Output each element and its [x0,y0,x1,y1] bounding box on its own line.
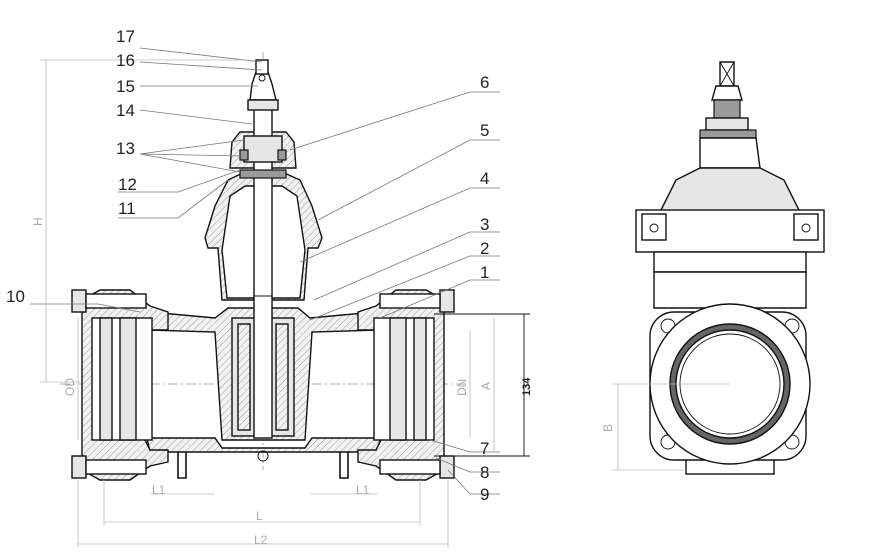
right-grip-ring [389,317,407,441]
thrust-collar [239,169,287,179]
left-bottom-bolt [85,459,147,475]
end-cap-collar [699,129,757,139]
dim-label-134: 134 [521,377,533,396]
end-cap-nut [705,117,749,131]
callout-13: 13 [116,139,135,158]
end-body-upper [653,251,807,273]
callout-3: 3 [480,215,489,234]
dimension-lines [40,59,530,548]
callout-15: 15 [116,77,135,96]
end-bonnet-neck [699,137,761,169]
callout-6: 6 [480,73,489,92]
dim-label-b: B [601,424,615,432]
callout-11: 11 [118,199,136,218]
dim-label-h: H [31,217,45,226]
leader-lines [30,47,500,495]
end-bolt-box-left [641,213,667,241]
gate-wedge-left-rubber [237,323,251,431]
end-bonnet-flange [635,209,825,253]
end-cap-stem [713,99,741,119]
end-cap-mid [711,85,743,101]
drain-plug [257,450,269,462]
dim-label-l1-right: L1 [356,483,370,497]
right-bottom-bolt [379,459,441,475]
end-body-mid [653,271,807,309]
o-ring-right [277,149,287,161]
right-seal-ring [413,317,427,441]
left-grip-ring [119,317,137,441]
left-top-bolt [85,293,147,309]
cap-washer [247,99,279,111]
right-foot [339,452,349,479]
callout-4: 4 [480,169,489,188]
dim-label-dn: DN [455,379,469,396]
callout-9: 9 [480,485,489,504]
end-bolt-right [801,223,811,233]
callout-2: 2 [480,239,489,258]
valve-body-lower [146,437,381,453]
callout-17: 17 [116,27,135,46]
callout-16: 16 [116,51,135,70]
cap-top [255,59,269,75]
end-bonnet-dome [658,167,802,213]
dim-label-l: L [256,509,263,523]
dim-label-od: OD [63,378,77,396]
stem-packing [243,135,283,163]
cap-pin [258,74,266,82]
left-bottom-bolt-head [71,455,87,479]
left-foot [177,452,187,479]
callout-14: 14 [116,101,135,120]
right-top-bolt-head [439,289,455,313]
left-top-bolt-head [71,289,87,313]
callout-5: 5 [480,121,489,140]
section-view: 17 16 15 14 13 12 11 10 6 5 4 3 2 1 7 8 … [6,27,533,548]
o-ring-left [239,149,249,161]
gate-wedge-right-rubber [275,323,289,431]
dim-label-l2: L2 [254,533,268,547]
end-bolt-left [649,223,659,233]
callout-1: 1 [480,263,489,282]
callout-10: 10 [6,287,25,306]
dim-label-a: A [479,382,493,390]
end-bolt-box-right [793,213,819,241]
callout-8: 8 [480,463,489,482]
right-top-bolt [379,293,441,309]
callout-7: 7 [480,439,489,458]
dim-label-l1-left: L1 [152,483,166,497]
left-seal-ring [99,317,113,441]
callout-12: 12 [118,175,137,194]
end-view: B [601,61,825,475]
